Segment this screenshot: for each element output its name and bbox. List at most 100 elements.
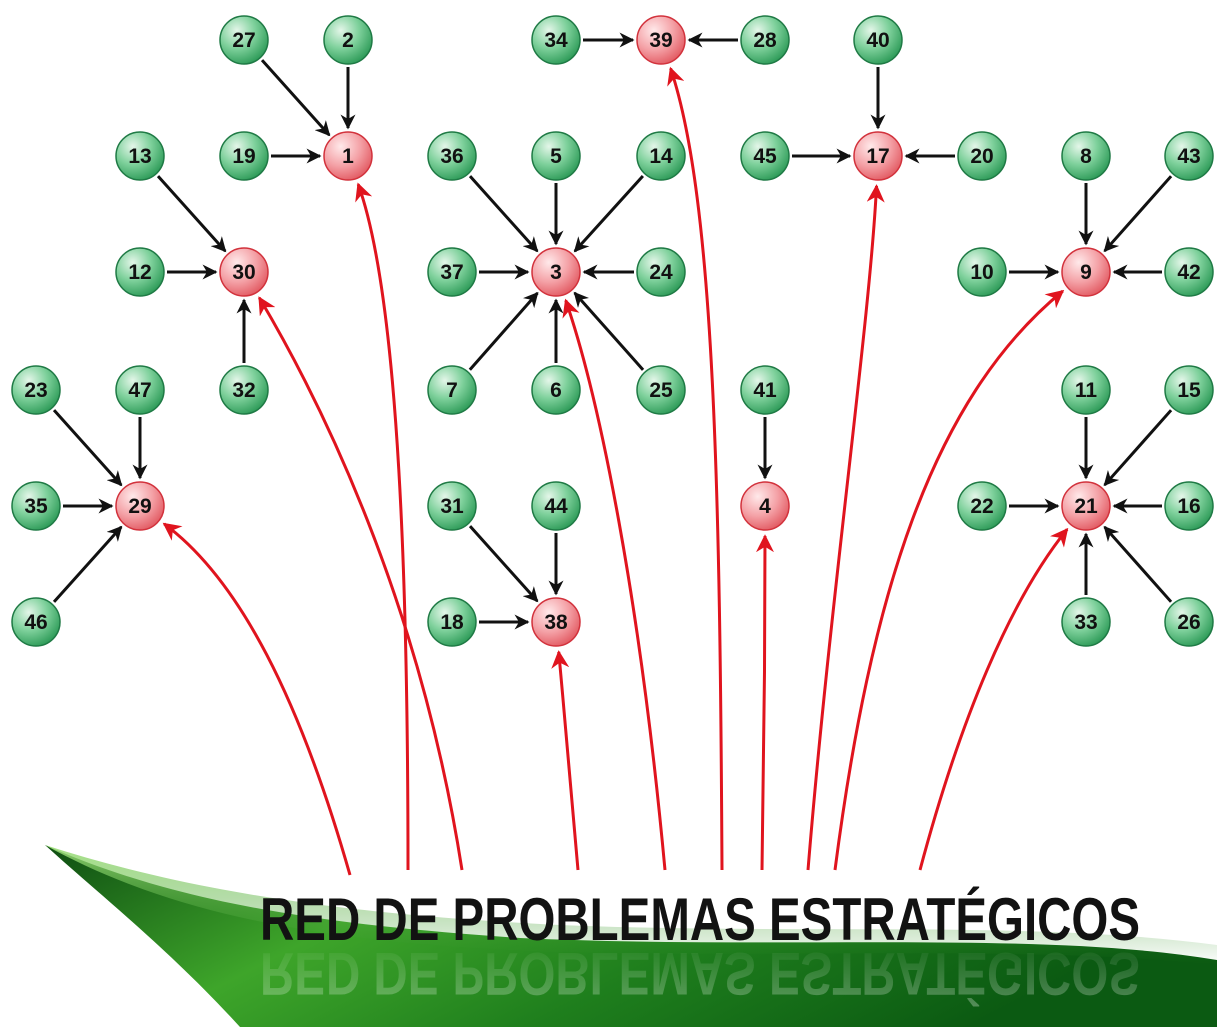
cause-node-45: 45 (740, 131, 790, 181)
node-label: 14 (649, 145, 673, 168)
node-label: 30 (232, 261, 255, 284)
node-label: 17 (866, 145, 889, 168)
node-circle (1164, 597, 1214, 647)
node-circle (1061, 247, 1111, 297)
cause-node-33: 33 (1061, 597, 1111, 647)
node-circle (636, 365, 686, 415)
node-circle (115, 365, 165, 415)
strategic-problem-node-3: 3 (531, 247, 581, 297)
cause-node-42: 42 (1164, 247, 1214, 297)
node-circle (323, 15, 373, 65)
cause-node-10: 10 (957, 247, 1007, 297)
cause-node-24: 24 (636, 247, 686, 297)
node-circle (1061, 365, 1111, 415)
node-circle (531, 365, 581, 415)
node-circle (957, 481, 1007, 531)
node-circle (219, 15, 269, 65)
node-circle (740, 481, 790, 531)
cause-node-16: 16 (1164, 481, 1214, 531)
strategic-arrow-to-9 (833, 289, 1065, 871)
node-circle (427, 247, 477, 297)
title-reflection: RED DE PROBLEMAS ESTRATÉGICOS (260, 940, 1140, 1007)
strategic-arrow-to-3 (562, 298, 667, 871)
cause-node-31: 31 (427, 481, 477, 531)
node-circle (323, 131, 373, 181)
cause-node-27: 27 (219, 15, 269, 65)
cause-node-36: 36 (427, 131, 477, 181)
cause-node-14: 14 (636, 131, 686, 181)
cause-node-46: 46 (11, 597, 61, 647)
node-label: 9 (1080, 261, 1092, 284)
node-circle (1061, 481, 1111, 531)
cause-node-44: 44 (531, 481, 581, 531)
node-circle (1164, 365, 1214, 415)
node-label: 7 (446, 379, 458, 402)
node-label: 2 (342, 29, 354, 52)
cause-node-23: 23 (11, 365, 61, 415)
node-label: 28 (753, 29, 777, 52)
node-label: 12 (128, 261, 151, 284)
cause-arrow-46-to-29 (52, 525, 123, 603)
node-label: 47 (128, 379, 151, 402)
node-circle (636, 15, 686, 65)
node-circle (1061, 597, 1111, 647)
cause-node-20: 20 (957, 131, 1007, 181)
node-label: 31 (440, 495, 464, 518)
node-circle (740, 15, 790, 65)
cause-node-2: 2 (323, 15, 373, 65)
cause-node-26: 26 (1164, 597, 1214, 647)
cause-arrow-27-to-1 (260, 59, 331, 137)
node-label: 3 (550, 261, 562, 284)
node-label: 44 (544, 495, 568, 518)
cause-node-5: 5 (531, 131, 581, 181)
node-label: 23 (24, 379, 47, 402)
node-label: 25 (649, 379, 673, 402)
cause-arrow-23-to-29 (52, 409, 123, 487)
node-label: 21 (1074, 495, 1098, 518)
strategic-problem-node-21: 21 (1061, 481, 1111, 531)
node-label: 26 (1177, 611, 1200, 634)
strategic-arrows (162, 66, 1069, 876)
strategic-problem-node-30: 30 (219, 247, 269, 297)
strategic-arrow-to-1 (355, 182, 410, 871)
node-label: 20 (970, 145, 993, 168)
cause-node-34: 34 (531, 15, 581, 65)
cause-node-13: 13 (115, 131, 165, 181)
strategic-arrow-to-39 (667, 66, 724, 871)
strategic-problem-node-9: 9 (1061, 247, 1111, 297)
cause-node-18: 18 (427, 597, 477, 647)
node-circle (219, 131, 269, 181)
cause-arrow-15-to-21 (1103, 409, 1173, 487)
banner-leaf (45, 845, 1217, 1027)
node-circle (11, 481, 61, 531)
node-circle (531, 481, 581, 531)
cause-node-11: 11 (1061, 365, 1111, 415)
cause-arrow-14-to-3 (573, 175, 644, 253)
node-circle (115, 481, 165, 531)
node-circle (531, 15, 581, 65)
node-label: 16 (1177, 495, 1200, 518)
node-circle (427, 131, 477, 181)
node-circle (740, 365, 790, 415)
strategic-problem-node-17: 17 (853, 131, 903, 181)
node-circle (740, 131, 790, 181)
node-label: 40 (866, 29, 889, 52)
cause-node-12: 12 (115, 247, 165, 297)
cause-node-40: 40 (853, 15, 903, 65)
cause-node-37: 37 (427, 247, 477, 297)
cause-node-7: 7 (427, 365, 477, 415)
strategic-arrow-to-30 (258, 296, 464, 871)
node-label: 27 (232, 29, 255, 52)
cause-node-19: 19 (219, 131, 269, 181)
cause-node-6: 6 (531, 365, 581, 415)
banner-highlight (45, 845, 1217, 965)
node-label: 32 (232, 379, 255, 402)
cause-arrow-43-to-9 (1103, 175, 1173, 253)
cause-node-41: 41 (740, 365, 790, 415)
node-label: 29 (128, 495, 151, 518)
node-circle (219, 365, 269, 415)
node-circle (427, 481, 477, 531)
strategic-arrow-to-29 (162, 522, 352, 876)
